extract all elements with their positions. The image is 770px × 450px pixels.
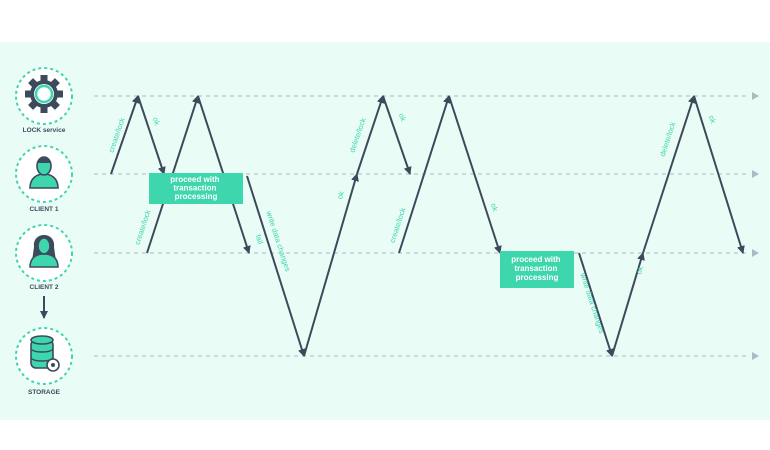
database-icon — [30, 335, 60, 372]
message-arrow — [448, 95, 502, 254]
process-box-line: proceed with — [511, 255, 560, 264]
process-box-line: transaction — [173, 184, 216, 193]
message-arrow — [398, 95, 451, 254]
gear-icon — [25, 75, 63, 113]
message-arrow — [578, 252, 614, 357]
message-label: ok — [707, 114, 718, 125]
message-label: ok — [634, 265, 645, 275]
female-user-icon — [29, 235, 59, 268]
message-arrow — [642, 95, 696, 254]
message-arrows — [110, 95, 745, 357]
message-label: ok — [335, 190, 346, 200]
message-arrow — [382, 95, 412, 175]
message-arrow — [137, 95, 166, 175]
process-box-line: transaction — [514, 264, 557, 273]
message-arrow — [303, 173, 359, 357]
diagram-background — [0, 42, 770, 420]
message-label: fail — [254, 233, 266, 245]
lifeline-end-arrow-client2 — [752, 249, 759, 257]
message-arrow — [356, 95, 385, 175]
actor-lock: LOCK service — [15, 67, 73, 134]
message-arrow — [611, 252, 645, 357]
message-arrow — [110, 95, 140, 175]
message-label: ok — [151, 116, 162, 127]
lifeline-end-arrow-storage — [752, 352, 759, 360]
actor-storage: STORAGE — [15, 327, 73, 396]
lifeline-end-arrow-lock — [752, 92, 759, 100]
actor-client2: CLIENT 2 — [15, 224, 73, 291]
process-box-bg — [149, 173, 243, 204]
actor-label-client2: CLIENT 2 — [30, 284, 59, 291]
lifeline-end-arrow-client1 — [752, 170, 759, 178]
process-box-text: proceed with transaction processing — [170, 175, 222, 201]
message-arrow — [693, 95, 745, 254]
actor-client1: CLIENT 1 — [15, 145, 73, 213]
process-box-line: processing — [516, 273, 559, 282]
process-box-line: proceed with — [170, 175, 219, 184]
process-box: proceed with transaction processing — [149, 173, 243, 204]
lifeline-end-arrows — [752, 92, 759, 360]
message-label: ok — [489, 202, 500, 213]
process-box-line: processing — [175, 192, 218, 201]
process-box: proceed with transaction processing — [500, 251, 574, 288]
actor-label-lock: LOCK service — [23, 127, 66, 134]
process-box-bg — [500, 251, 574, 288]
actor-label-client1: CLIENT 1 — [30, 206, 59, 213]
message-arrow — [246, 175, 306, 357]
male-user-icon — [29, 156, 59, 189]
actor-label-storage: STORAGE — [28, 389, 61, 396]
process-box-text: proceed with transaction processing — [511, 255, 563, 282]
message-label: ok — [397, 112, 408, 123]
